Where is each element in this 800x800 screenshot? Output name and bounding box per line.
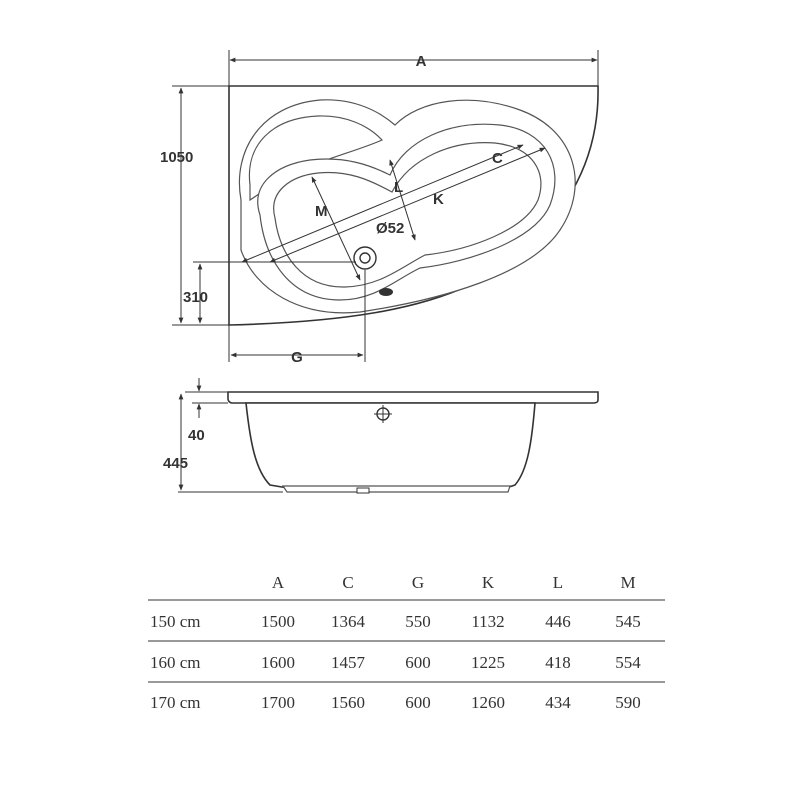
table-header-m: M: [620, 573, 635, 592]
table-cell: 550: [405, 612, 431, 631]
table-cell: 1600: [261, 653, 295, 672]
table-cell: 1560: [331, 693, 365, 712]
side-drain: [356, 487, 370, 494]
side-view: 40 445: [163, 378, 599, 494]
table-cell: 1132: [471, 612, 504, 631]
side-base: [281, 485, 511, 493]
table-cell: 418: [545, 653, 571, 672]
table-row-label: 150 cm: [150, 612, 201, 631]
table-cell: 1225: [471, 653, 505, 672]
table-cell: 590: [615, 693, 641, 712]
table-cell: 600: [405, 653, 431, 672]
table-header-l: L: [553, 573, 563, 592]
table-cells: A C G K L M 150 cm 1500 1364 550 1132 446 545 160 cm 1…: [150, 573, 641, 712]
label-drain-size: Ø52: [376, 220, 404, 237]
overflow-icon: [379, 288, 393, 296]
table-cell: 1260: [471, 693, 505, 712]
label-height: 445: [163, 455, 188, 472]
table-cell: 600: [405, 693, 431, 712]
plan-view: A 1050 310 G C L K M Ø52: [160, 50, 599, 366]
table-cell: 554: [615, 653, 641, 672]
dim-m-line: [311, 176, 361, 281]
table-cell: 434: [545, 693, 571, 712]
side-rim: [227, 391, 599, 404]
table-cell: 1457: [331, 653, 366, 672]
table-header-g: G: [412, 573, 424, 592]
drain-inner-icon: [359, 252, 371, 264]
table-row-label: 170 cm: [150, 693, 201, 712]
label-c: C: [492, 150, 503, 167]
table-header-c: C: [342, 573, 353, 592]
label-a: A: [416, 53, 427, 70]
side-body: [245, 402, 536, 491]
table-header-k: K: [482, 573, 495, 592]
label-depth: 1050: [160, 149, 193, 166]
label-g: G: [291, 349, 303, 366]
table-cell: 545: [615, 612, 641, 631]
label-l: L: [394, 179, 403, 196]
label-k: K: [433, 191, 444, 208]
table-cell: 1364: [331, 612, 366, 631]
table-cell: 1500: [261, 612, 295, 631]
table-header-a: A: [272, 573, 285, 592]
table-cell: 446: [545, 612, 571, 631]
dim-l-line: [389, 159, 416, 241]
label-m: M: [315, 203, 328, 220]
label-rim: 40: [188, 427, 205, 444]
dimension-table: A C G K L M 150 cm 1500 1364 550 1132 446 545 160 cm 1…: [148, 573, 665, 712]
table-row-label: 160 cm: [150, 653, 201, 672]
label-drain-offset: 310: [183, 289, 208, 306]
table-cell: 1700: [261, 693, 295, 712]
